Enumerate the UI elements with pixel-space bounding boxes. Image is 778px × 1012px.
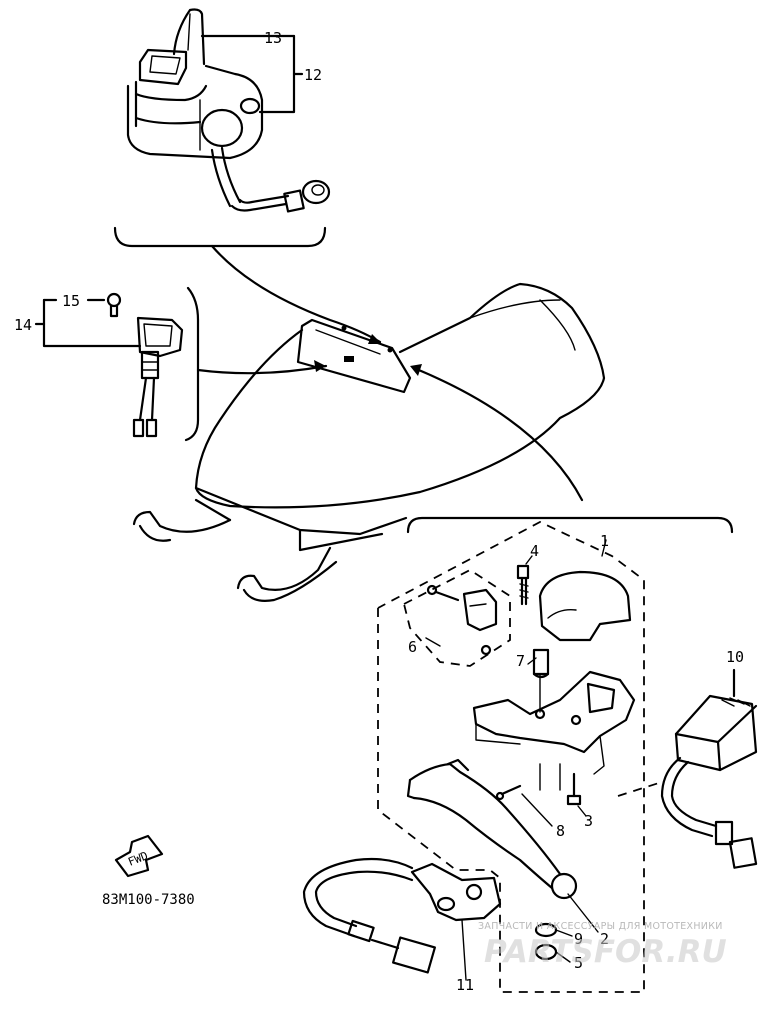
bottom-group-bracket xyxy=(406,516,734,534)
callout-15: 15 xyxy=(62,292,80,310)
watermark-brand: PARTSFOR.RU xyxy=(484,934,727,970)
callout-11: 11 xyxy=(456,976,474,994)
assembly-outline-6 xyxy=(402,568,511,667)
snowmobile-outline xyxy=(132,244,606,602)
forward-direction-marker: FWD xyxy=(114,834,164,878)
throttle-lever-assembly xyxy=(406,539,636,963)
callout-13: 13 xyxy=(264,29,282,47)
watermark-tagline: ЗАПЧАСТИ И АКСЕССУАРЫ ДЛЯ МОТОТЕХНИКИ xyxy=(478,921,723,932)
callout-5: 5 xyxy=(574,954,583,972)
callout-9: 9 xyxy=(574,930,583,948)
callout-7: 7 xyxy=(516,652,525,670)
switch-housing-assembly xyxy=(113,8,331,248)
callout-1: 1 xyxy=(600,532,609,550)
callout-10: 10 xyxy=(726,648,744,666)
part-code: 83M100-7380 xyxy=(102,892,195,908)
kill-switch-assembly xyxy=(34,286,328,442)
callout-8: 8 xyxy=(556,822,565,840)
callout-2: 2 xyxy=(600,930,609,948)
callout-12: 12 xyxy=(304,66,322,84)
callout-6: 6 xyxy=(408,638,417,656)
callout-4: 4 xyxy=(530,542,539,560)
throttle-switch xyxy=(302,857,502,981)
cdi-module xyxy=(617,668,758,869)
callout-3: 3 xyxy=(584,812,593,830)
callout-14: 14 xyxy=(14,316,32,334)
